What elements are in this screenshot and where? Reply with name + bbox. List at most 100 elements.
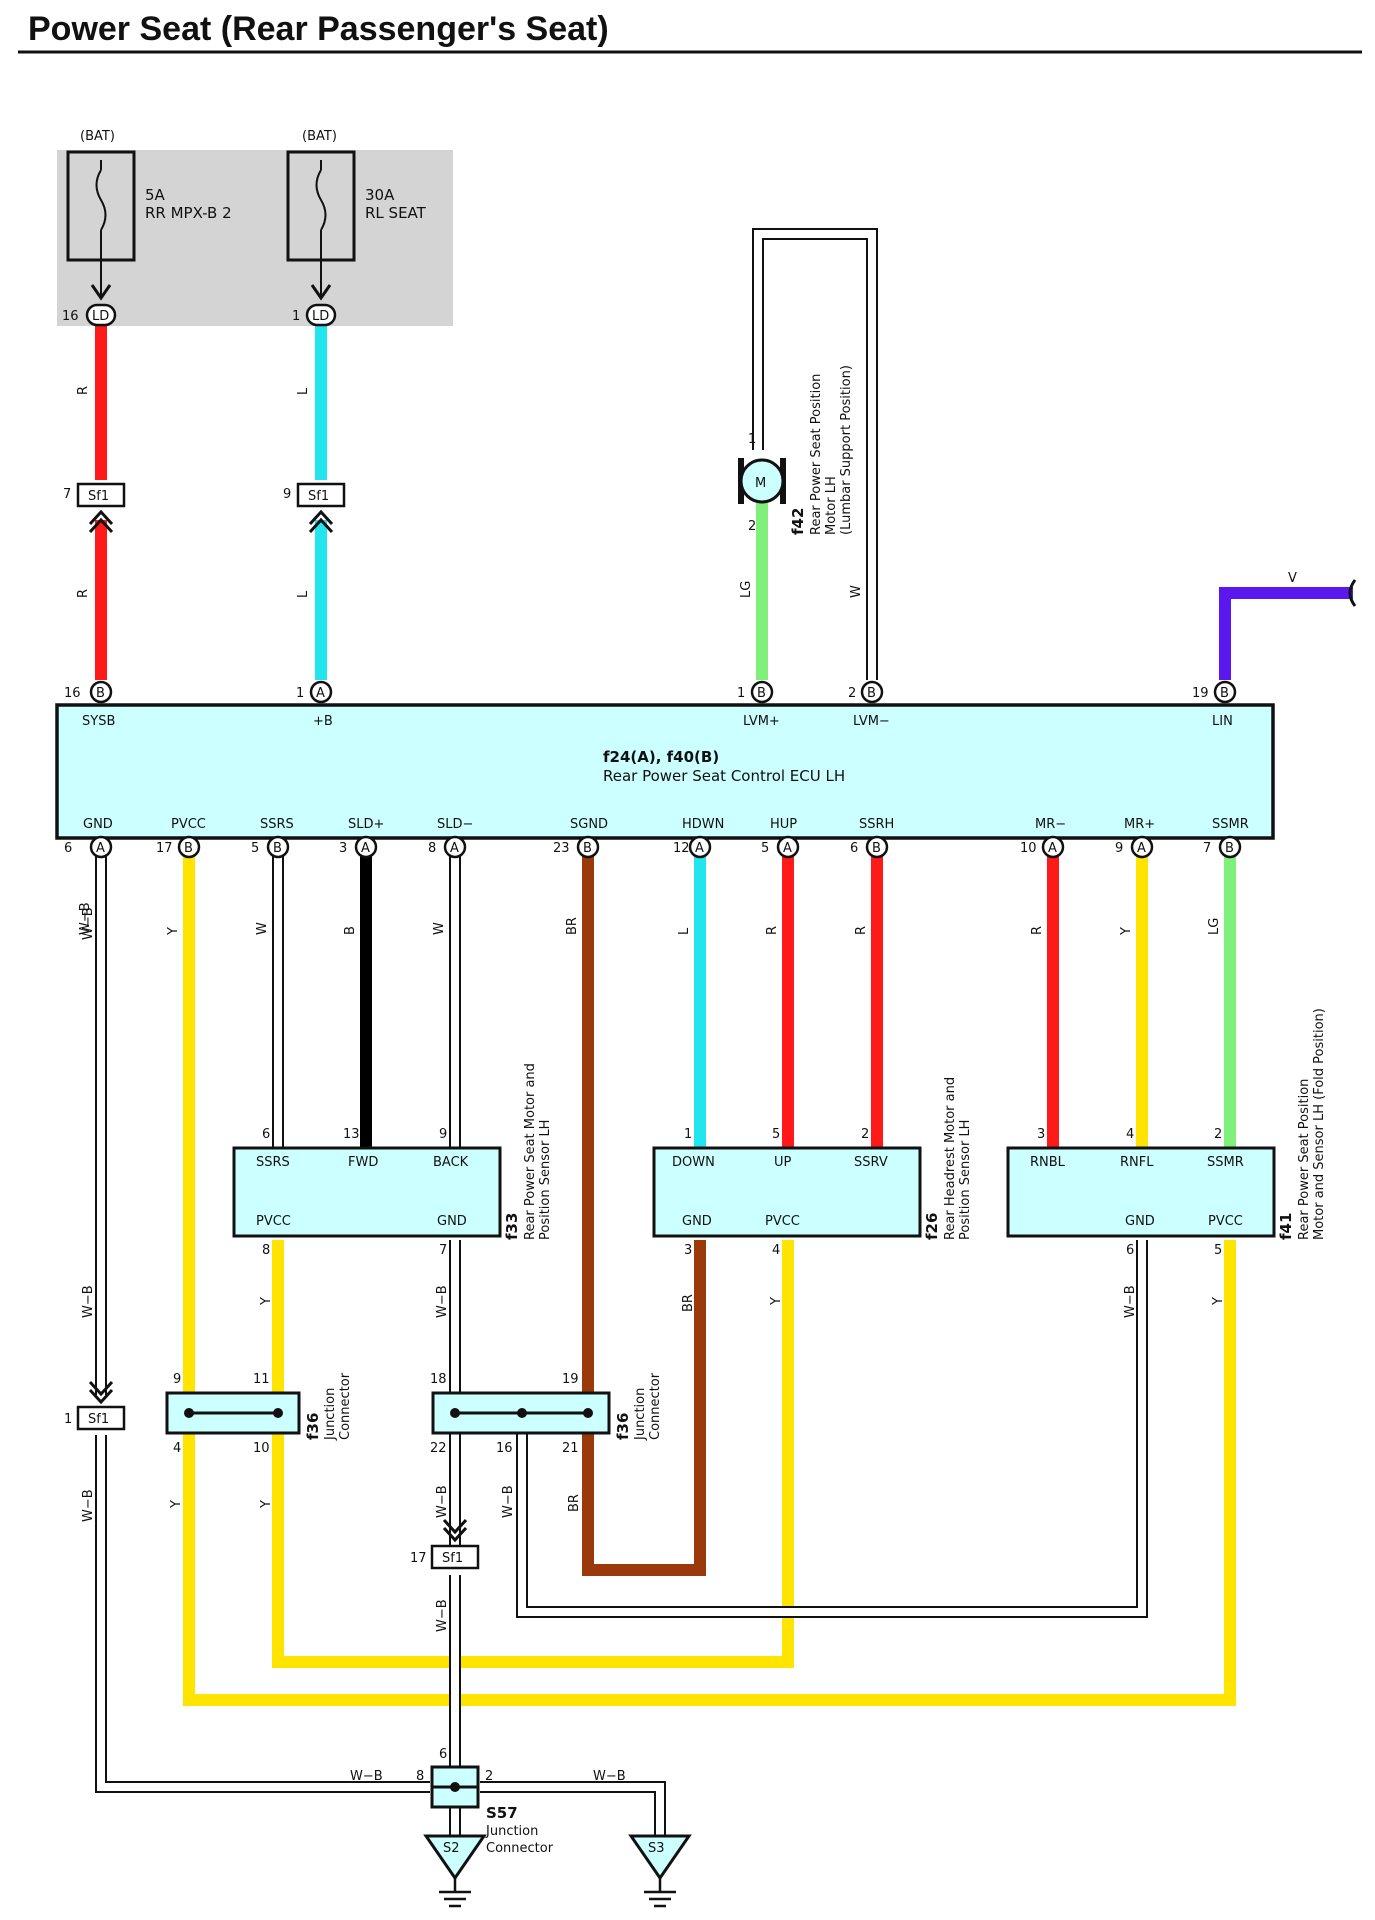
svg-text:SYSB: SYSB — [82, 714, 115, 729]
ecu-pin-conn: A — [450, 841, 459, 856]
ecu-pin-ring — [1218, 835, 1242, 859]
svg-text:10: 10 — [253, 1441, 270, 1456]
page-title: Power Seat (Rear Passenger's Seat) — [28, 10, 609, 48]
ecu-pin-number: 5 — [251, 841, 259, 856]
ecu-pin-number: 8 — [428, 841, 436, 856]
component-f26: 1 5 2 DOWN UP SSRV GND PVCC 3 4 f26 Rear… — [652, 1077, 973, 1258]
svg-text:6: 6 — [1126, 1243, 1134, 1258]
wire-label: Y — [769, 1297, 784, 1306]
svg-text:19: 19 — [562, 1372, 579, 1387]
wire-label: Y — [259, 1297, 274, 1306]
svg-text:W−B: W−B — [593, 1769, 626, 1784]
motor-icon — [739, 458, 785, 504]
ecu-pin-conn: A — [96, 841, 105, 856]
svg-text:S3: S3 — [648, 1841, 665, 1856]
ecu-pin-number: 10 — [1020, 841, 1037, 856]
ecu-pin-conn: A — [1137, 841, 1146, 856]
svg-text:Rear Power Seat Position: Rear Power Seat Position — [809, 374, 824, 535]
svg-text:Sf1: Sf1 — [88, 1412, 109, 1427]
fuse1-name: RR MPX-B 2 — [145, 204, 232, 222]
svg-text:21: 21 — [562, 1441, 579, 1456]
svg-text:f42: f42 — [789, 508, 807, 535]
pin-lin: 19 B LIN — [1192, 680, 1237, 729]
svg-text:Position Sensor LH: Position Sensor LH — [538, 1120, 553, 1240]
fuse-block — [57, 150, 453, 326]
svg-text:GND: GND — [1125, 1214, 1155, 1229]
svg-text:W−B: W−B — [435, 1485, 450, 1518]
svg-text:LD: LD — [92, 309, 109, 324]
svg-text:4: 4 — [1126, 1127, 1134, 1142]
svg-text:6: 6 — [262, 1127, 270, 1142]
svg-text:1: 1 — [748, 432, 756, 447]
svg-text:Motor LH: Motor LH — [824, 476, 839, 535]
svg-text:W−B: W−B — [81, 1285, 96, 1318]
svg-text:LVM+: LVM+ — [743, 714, 780, 729]
svg-text:W−B: W−B — [81, 1489, 96, 1522]
wire-label: B — [343, 926, 358, 935]
svg-text:f33: f33 — [503, 1213, 521, 1240]
wire-label: Y — [1119, 927, 1134, 936]
fuse1-connector: 16 LD — [62, 303, 117, 327]
ecu-pin-number: 23 — [553, 841, 570, 856]
svg-text:Connector: Connector — [648, 1372, 663, 1440]
svg-text:f41: f41 — [1277, 1213, 1295, 1240]
wire-label: W — [849, 585, 864, 598]
svg-text:UP: UP — [774, 1155, 792, 1170]
svg-text:9: 9 — [173, 1372, 181, 1387]
fuse-icon — [315, 169, 327, 231]
wire-label: V — [1288, 571, 1297, 586]
svg-text:16: 16 — [62, 309, 79, 324]
svg-text:(Lumbar Support Position): (Lumbar Support Position) — [839, 365, 854, 535]
svg-text:4: 4 — [173, 1441, 181, 1456]
svg-text:Sf1: Sf1 — [88, 489, 109, 504]
svg-text:LVM−: LVM− — [853, 714, 890, 729]
wire-label: R — [854, 926, 869, 935]
wire-label: W−B — [78, 902, 93, 935]
pin-lvm-minus: 2 B LVM− — [848, 680, 890, 729]
wire-label: Y — [1211, 1297, 1226, 1306]
ecu-pin-conn: B — [872, 841, 881, 856]
svg-text:Connector: Connector — [486, 1841, 554, 1856]
svg-text:19: 19 — [1192, 686, 1209, 701]
svg-text:1: 1 — [737, 686, 745, 701]
ecu-pin-label: HDWN — [682, 817, 724, 832]
wire-label: R — [1030, 926, 1045, 935]
ecu-pin-ring — [776, 835, 800, 859]
svg-text:5: 5 — [1214, 1243, 1222, 1258]
fuse2-name: RL SEAT — [365, 204, 427, 222]
component-f33: 6 13 9 SSRS FWD BACK PVCC GND 8 7 f33 Re… — [232, 1063, 553, 1258]
svg-text:7: 7 — [439, 1243, 447, 1258]
wire-label: L — [296, 590, 311, 598]
svg-text:SSRV: SSRV — [854, 1155, 888, 1170]
svg-text:13: 13 — [343, 1127, 360, 1142]
svg-text:S2: S2 — [443, 1841, 460, 1856]
svg-text:8: 8 — [262, 1243, 270, 1258]
svg-text:Rear Power Seat Motor and: Rear Power Seat Motor and — [523, 1063, 538, 1240]
pin-lvm-plus: 1 B LVM+ — [737, 680, 780, 729]
ecu-pin-ring — [177, 835, 201, 859]
ecu-pin-conn: A — [1048, 841, 1057, 856]
ecu-name: Rear Power Seat Control ECU LH — [603, 767, 845, 785]
wire-label: Y — [166, 927, 181, 936]
svg-text:PVCC: PVCC — [256, 1214, 291, 1229]
svg-text:W−B: W−B — [350, 1769, 383, 1784]
svg-text:17: 17 — [410, 1551, 427, 1566]
fuse2-connector: 1 LD — [292, 303, 337, 327]
ecu-pin-ring — [865, 835, 889, 859]
ecu-pin-ring — [266, 835, 290, 859]
svg-text:4: 4 — [772, 1243, 780, 1258]
fuse-rl-seat: (BAT) 30A RL SEAT — [286, 129, 427, 301]
ecu-pin-label: PVCC — [171, 817, 206, 832]
svg-text:f36: f36 — [304, 1413, 322, 1440]
junction-connector-1: 9 11 4 10 Y Y f36 Junction Connector — [165, 1372, 353, 1509]
svg-text:f36: f36 — [614, 1413, 632, 1440]
ecu-pin-number: 6 — [850, 841, 858, 856]
svg-text:Junction: Junction — [633, 1388, 648, 1441]
svg-text:W−B: W−B — [435, 1599, 450, 1632]
svg-text:Sf1: Sf1 — [442, 1551, 463, 1566]
ecu-pin-conn: B — [184, 841, 193, 856]
